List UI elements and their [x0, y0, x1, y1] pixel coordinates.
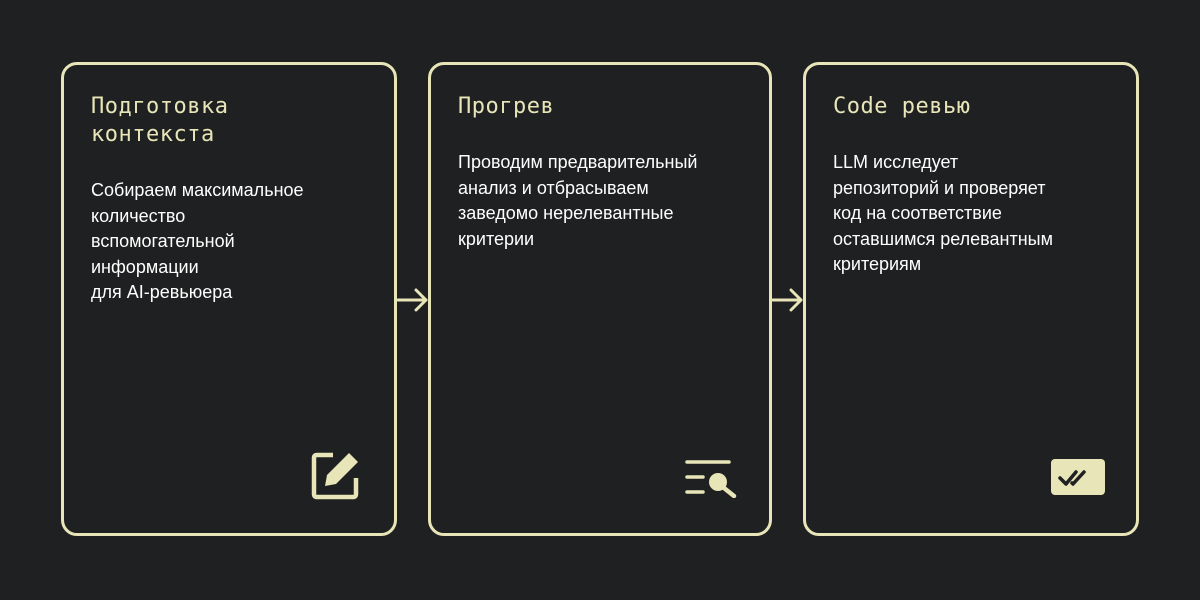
- step-title: Подготовка контекста: [91, 94, 229, 147]
- arrow-right-icon: [397, 288, 428, 312]
- search-list-icon: [685, 460, 737, 498]
- step-title: Code ревью: [833, 94, 971, 119]
- step-title: Прогрев: [458, 94, 555, 119]
- double-check-icon: [1051, 459, 1105, 495]
- step-card-code-review: Code ревью LLM исследует репозиторий и п…: [803, 62, 1139, 536]
- edit-icon: [311, 452, 359, 500]
- step-card-context-preparation: Подготовка контекста Собираем максимальн…: [61, 62, 397, 536]
- step-card-warmup: Прогрев Проводим предварительный анализ …: [428, 62, 772, 536]
- arrow-right-icon: [772, 288, 803, 312]
- step-description: LLM исследует репозиторий и проверяет ко…: [833, 152, 1053, 274]
- step-description: Собираем максимальное количество вспомог…: [91, 180, 304, 302]
- step-description: Проводим предварительный анализ и отбрас…: [458, 152, 698, 249]
